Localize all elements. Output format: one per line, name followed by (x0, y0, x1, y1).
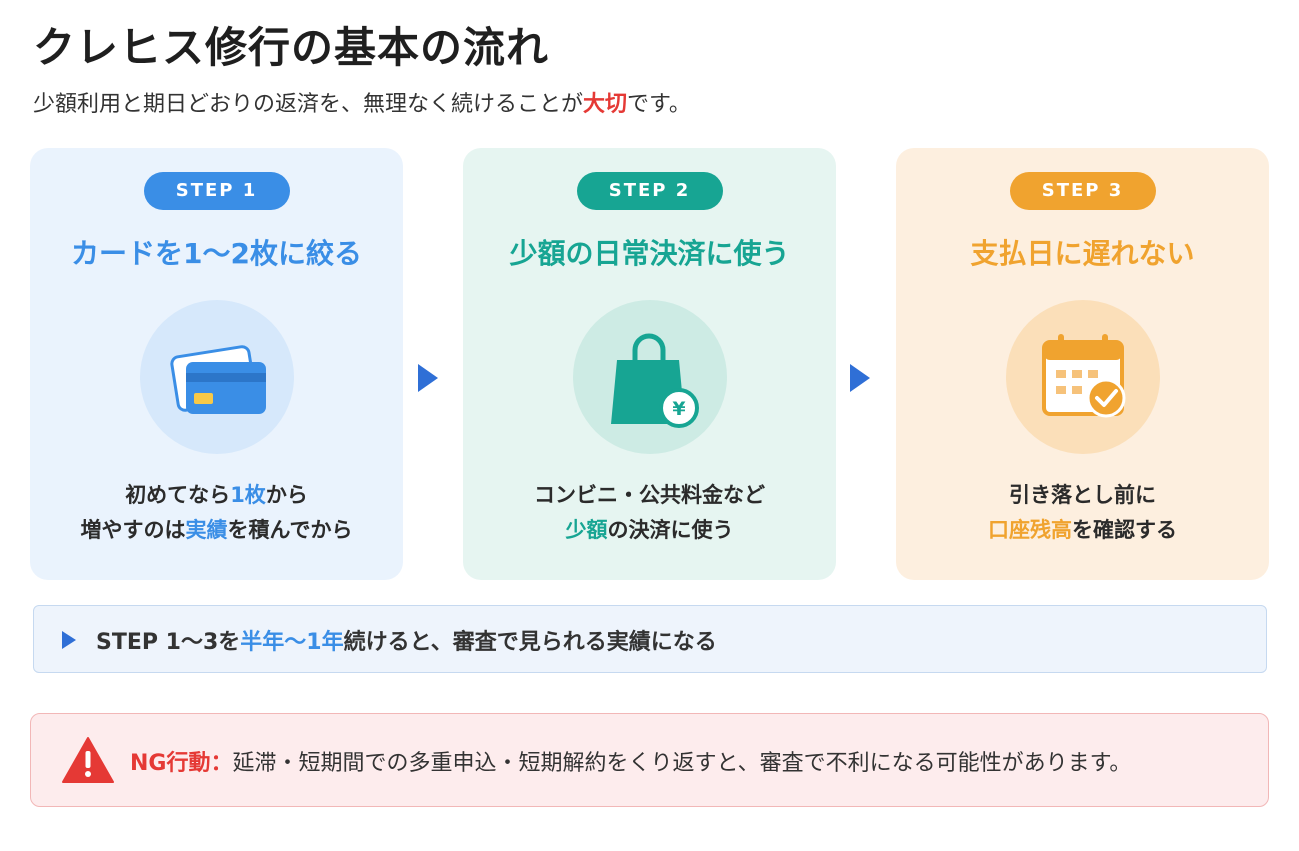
subtitle-text: 少額利用と期日どおりの返済を、無理なく続けることが (33, 92, 584, 117)
desc-line-2: 口座残高を確認する (896, 513, 1269, 548)
step-badge: STEP 2 (576, 172, 723, 210)
desc-text: を積んでから (227, 518, 353, 542)
subtitle-emphasis: 大切 (583, 92, 628, 117)
step-card-1: STEP 1 カードを1〜2枚に絞る 初めてなら1枚から 増やすのは実績を積んで… (30, 148, 403, 580)
desc-emphasis: 口座残高 (988, 518, 1072, 542)
step-card-2: STEP 2 少額の日常決済に使う ¥ コンビニ・公共料金など 少額の決済に使う (463, 148, 836, 580)
step-title: カードを1〜2枚に絞る (71, 237, 362, 270)
desc-text: 引き落とし前に (1009, 483, 1156, 507)
warning-icon (62, 737, 114, 783)
svg-text:¥: ¥ (672, 398, 685, 420)
step-title: 少額の日常決済に使う (509, 237, 790, 270)
desc-emphasis: 実績 (185, 518, 228, 542)
step-badge: STEP 1 (143, 172, 290, 210)
calendar-check-icon (1005, 300, 1160, 454)
summary-text: STEP 1〜3を半年〜1年続けると、審査で見られる実績になる (96, 624, 717, 656)
desc-text: コンビニ・公共料金など (534, 483, 765, 507)
desc-line-2: 少額の決済に使う (463, 513, 836, 548)
note-emphasis: 半年〜1年 (240, 630, 344, 655)
warning-body: 延滞・短期間での多重申込・短期解約をくり返すと、審査で不利になる可能性があります… (232, 751, 1132, 776)
desc-text: の決済に使う (607, 518, 734, 542)
play-arrow-icon (62, 631, 76, 649)
desc-line-2: 増やすのは実績を積んでから (30, 513, 403, 548)
warning-box: NG行動：延滞・短期間での多重申込・短期解約をくり返すと、審査で不利になる可能性… (30, 713, 1269, 807)
step-description: 初めてなら1枚から 増やすのは実績を積んでから (30, 478, 403, 548)
warning-lead: NG行動： (130, 751, 233, 776)
desc-text: を確認する (1072, 518, 1177, 542)
step-arrow-icon (850, 364, 870, 392)
note-text: 続けると、審査で見られる実績になる (343, 630, 717, 655)
desc-text: から (265, 483, 308, 507)
subtitle-suffix: です。 (627, 92, 691, 117)
step-title: 支払日に遅れない (970, 237, 1195, 270)
page-title: クレヒス修行の基本の流れ (33, 23, 550, 72)
step-card-3: STEP 3 支払日に遅れない 引き落とし前に 口座残高を確認する (896, 148, 1269, 580)
step-arrow-icon (418, 364, 438, 392)
desc-emphasis: 少額 (565, 518, 608, 542)
page-subtitle: 少額利用と期日どおりの返済を、無理なく続けることが大切です。 (33, 86, 691, 118)
step-badge: STEP 3 (1009, 172, 1156, 210)
summary-note: STEP 1〜3を半年〜1年続けると、審査で見られる実績になる (33, 605, 1267, 673)
desc-line-1: 初めてなら1枚から (30, 478, 403, 513)
desc-emphasis: 1枚 (230, 483, 266, 507)
shopping-bag-yen-icon: ¥ (572, 300, 727, 454)
note-text: STEP 1〜3を (96, 630, 241, 655)
credit-card-icon (139, 300, 294, 454)
desc-text: 増やすのは (80, 518, 186, 542)
desc-text: 初めてなら (125, 483, 231, 507)
step-description: 引き落とし前に 口座残高を確認する (896, 478, 1269, 548)
desc-line-1: コンビニ・公共料金など (463, 478, 836, 513)
warning-text: NG行動：延滞・短期間での多重申込・短期解約をくり返すと、審査で不利になる可能性… (130, 745, 1131, 777)
desc-line-1: 引き落とし前に (896, 478, 1269, 513)
step-description: コンビニ・公共料金など 少額の決済に使う (463, 478, 836, 548)
